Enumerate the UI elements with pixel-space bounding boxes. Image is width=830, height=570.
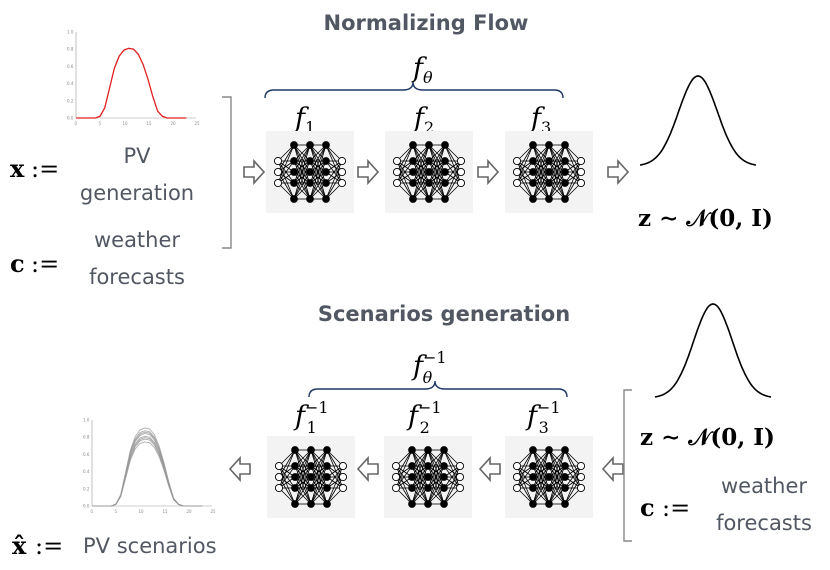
- x-hat-symbol: x̂: [12, 531, 27, 560]
- latent-input-bracket: [623, 389, 632, 542]
- arrow-left-icon: [601, 455, 624, 483]
- arrow-right-icon: [243, 158, 266, 186]
- c-assign: :=: [31, 250, 59, 278]
- x-tick-label: 25: [195, 121, 201, 126]
- y-tick-label: 0.4: [83, 469, 90, 474]
- y-tick-label: 0.2: [83, 486, 90, 491]
- x-symbol: x: [10, 154, 25, 183]
- arrow-right-icon: [357, 158, 380, 186]
- c-symbol-bottom: c: [640, 493, 655, 522]
- y-tick-label: 0.6: [83, 452, 90, 457]
- pv-scenario-line: [92, 431, 203, 507]
- x-tick-label: 15: [147, 121, 153, 126]
- y-tick-label: 1.0: [83, 418, 90, 423]
- x-assign: :=: [31, 155, 59, 183]
- pv-generation-line: [76, 47, 187, 119]
- weather-forecasts-bottom-label-2: forecasts: [716, 511, 812, 535]
- x-tick-label: 5: [115, 509, 118, 514]
- input-bracket: [222, 96, 232, 249]
- pv-scenario-line: [92, 438, 203, 507]
- y-tick-label: 0.0: [83, 504, 90, 509]
- arrow-left-icon: [356, 455, 379, 483]
- pv-generation-label-1: PV: [123, 144, 151, 168]
- pv-scenario-line: [92, 435, 203, 507]
- normalizing-flow-title: Normalizing Flow: [324, 11, 529, 35]
- y-tick-label: 0.8: [67, 47, 74, 52]
- pv-scenario-line: [92, 437, 203, 507]
- arrow-right-icon: [477, 158, 500, 186]
- y-tick-label: 0.8: [83, 435, 90, 440]
- pv-generation-label-2: generation: [80, 181, 194, 205]
- x-tick-label: 10: [123, 121, 129, 126]
- y-tick-label: 0.0: [67, 116, 74, 121]
- x-tick-label: 15: [163, 509, 169, 514]
- f-theta-inverse-brace: [308, 380, 568, 398]
- flow-f2-network: [384, 130, 474, 214]
- x-hat-assign: :=: [35, 532, 63, 560]
- flow-f1-inverse-network: [266, 435, 356, 519]
- y-tick-label: 0.2: [67, 98, 74, 103]
- arrow-left-icon: [228, 455, 251, 483]
- weather-forecasts-label-1: weather: [94, 228, 180, 252]
- y-tick-label: 0.6: [67, 64, 74, 69]
- y-tick-label: 0.4: [67, 81, 74, 86]
- c-assign-bottom: :=: [662, 494, 690, 522]
- x-tick-label: 10: [139, 509, 145, 514]
- pv-scenarios-plot: 1.0 0.8 0.6 0.4 0.2 0.00 5 10 15 20 25: [83, 418, 216, 515]
- scenarios-generation-title: Scenarios generation: [318, 302, 570, 326]
- f-theta-label: fθ: [411, 53, 433, 87]
- latent-z-distribution-bottom: z ∼ 𝒩(0, I): [640, 424, 775, 451]
- pv-scenario-line: [92, 441, 203, 507]
- c-symbol: c: [10, 249, 25, 278]
- weather-forecasts-bottom-label-1: weather: [721, 474, 807, 498]
- f-theta-brace: [264, 81, 564, 99]
- gaussian-curve-bottom: [654, 303, 772, 398]
- pv-generation-plot: 1.0 0.8 0.6 0.4 0.2 0.00 5 10 15 20 25: [67, 30, 200, 127]
- gaussian-curve-top: [639, 75, 757, 166]
- arrow-right-icon: [607, 158, 630, 186]
- flow-f3-inverse-network: [504, 435, 594, 519]
- latent-z-distribution-top: z ∼ 𝒩(0, I): [638, 205, 773, 232]
- flow-f1-network: [265, 130, 355, 214]
- x-tick-label: 20: [171, 121, 177, 126]
- flow-f2-inverse-network: [383, 435, 473, 519]
- arrow-left-icon: [478, 455, 501, 483]
- x-tick-label: 0: [75, 121, 78, 126]
- x-tick-label: 20: [187, 509, 193, 514]
- flow-f3-network: [504, 130, 594, 214]
- x-tick-label: 25: [211, 509, 217, 514]
- pv-scenario-line: [92, 433, 203, 507]
- x-tick-label: 0: [91, 509, 94, 514]
- x-tick-label: 5: [99, 121, 102, 126]
- weather-forecasts-label-2: forecasts: [89, 265, 185, 289]
- y-tick-label: 1.0: [67, 30, 74, 35]
- pv-scenarios-label: PV scenarios: [83, 534, 217, 558]
